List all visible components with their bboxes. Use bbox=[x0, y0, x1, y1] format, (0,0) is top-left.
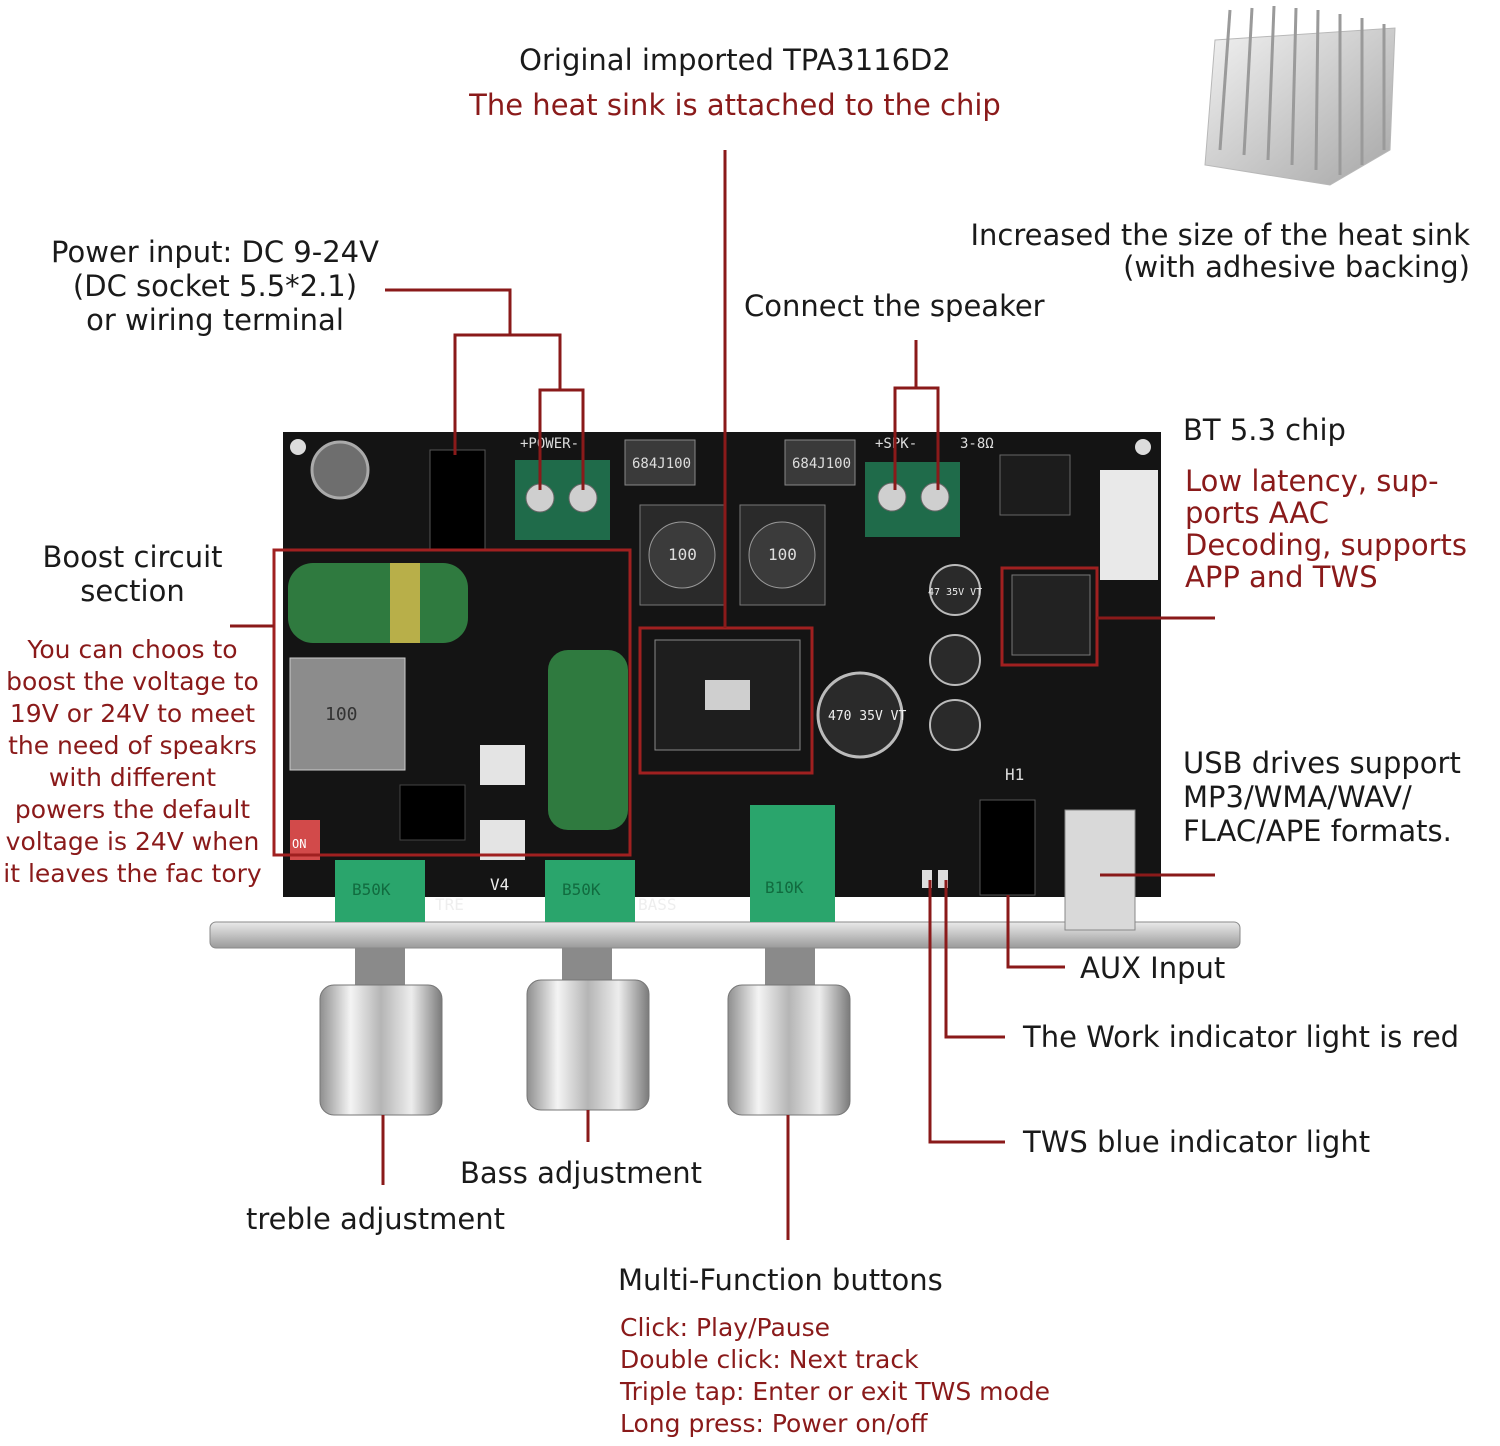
boost-title: Boost circuit bbox=[42, 540, 223, 574]
tws-led-label: TWS blue indicator light bbox=[1023, 1125, 1371, 1159]
svg-text:100: 100 bbox=[768, 545, 797, 564]
heatsink-line2: (with adhesive backing) bbox=[1123, 250, 1470, 284]
speaker-label: Connect the speaker bbox=[744, 289, 1045, 323]
svg-text:B50K: B50K bbox=[562, 880, 601, 899]
aux-label: AUX Input bbox=[1080, 951, 1226, 985]
knob-multifunction bbox=[727, 948, 851, 1116]
power-line1: Power input: DC 9-24V bbox=[51, 235, 379, 269]
bt-line: Low latency, sup- bbox=[1185, 464, 1439, 498]
bt-chip bbox=[1011, 574, 1091, 656]
dc-socket bbox=[429, 449, 486, 551]
usb-line: MP3/WMA/WAV/ bbox=[1183, 780, 1412, 814]
svg-text:V4: V4 bbox=[490, 875, 509, 894]
chip-subtitle: The heat sink is attached to the chip bbox=[469, 88, 1001, 122]
power-capacitor bbox=[310, 440, 370, 500]
boost-line: it leaves the fac tory bbox=[3, 859, 262, 888]
callout-lines bbox=[230, 150, 1215, 1240]
boost-title: section bbox=[80, 574, 185, 608]
front-panel-plate bbox=[209, 921, 1241, 949]
knob-bass bbox=[526, 948, 650, 1111]
pot-bass bbox=[545, 860, 635, 922]
heatsink-image bbox=[1204, 5, 1396, 186]
boost-section-box bbox=[272, 548, 632, 857]
mfb-line: Click: Play/Pause bbox=[620, 1313, 831, 1342]
bt-title: BT 5.3 chip bbox=[1183, 413, 1346, 447]
silk-power: +POWER- bbox=[520, 436, 579, 452]
pot-volume bbox=[750, 805, 835, 922]
power-line3: or wiring terminal bbox=[86, 303, 344, 337]
power-terminal bbox=[515, 460, 610, 540]
svg-text:BASS: BASS bbox=[638, 895, 677, 914]
svg-text:ON: ON bbox=[292, 837, 306, 851]
power-line2: (DC socket 5.5*2.1) bbox=[72, 269, 358, 303]
mfb-title: Multi-Function buttons bbox=[618, 1263, 943, 1297]
knob-treble bbox=[319, 948, 443, 1116]
usb-line: FLAC/APE formats. bbox=[1183, 814, 1452, 848]
bt-line: Decoding, supports bbox=[1185, 528, 1467, 562]
boost-line: with different bbox=[48, 763, 217, 792]
boost-line: boost the voltage to bbox=[6, 667, 259, 696]
svg-text:B10K: B10K bbox=[765, 878, 804, 897]
mfb-line: Double click: Next track bbox=[620, 1345, 919, 1374]
work-led-label: The Work indicator light is red bbox=[1023, 1020, 1460, 1054]
svg-text:TRE: TRE bbox=[435, 895, 464, 914]
boost-line: powers the default bbox=[14, 795, 251, 824]
big-capacitor bbox=[816, 671, 904, 759]
bt-antenna bbox=[1100, 470, 1158, 580]
boost-line: 19V or 24V to meet bbox=[9, 699, 256, 728]
chip-title: Original imported TPA3116D2 bbox=[519, 43, 951, 77]
usb-port bbox=[1064, 809, 1136, 931]
svg-text:684J100: 684J100 bbox=[632, 456, 691, 472]
mfb-line: Triple tap: Enter or exit TWS mode bbox=[620, 1377, 1051, 1406]
output-inductors bbox=[639, 504, 826, 606]
treble-label: treble adjustment bbox=[246, 1202, 505, 1236]
bass-label: Bass adjustment bbox=[460, 1156, 703, 1190]
boost-line: You can choos to bbox=[27, 635, 238, 664]
boost-line: the need of speakrs bbox=[8, 731, 257, 760]
pot-treble bbox=[335, 860, 425, 922]
heatsink-line1: Increased the size of the heat sink bbox=[970, 218, 1470, 252]
svg-text:47 35V VT: 47 35V VT bbox=[928, 587, 982, 598]
svg-text:3-8Ω: 3-8Ω bbox=[960, 436, 994, 452]
boost-line: voltage is 24V when bbox=[5, 827, 260, 856]
bt-line: ports AAC bbox=[1185, 496, 1329, 530]
svg-text:100: 100 bbox=[668, 545, 697, 564]
usb-line: USB drives support bbox=[1183, 746, 1461, 780]
speaker-terminal bbox=[865, 462, 960, 537]
svg-text:470 35V VT: 470 35V VT bbox=[828, 709, 906, 724]
svg-text:H1: H1 bbox=[1005, 765, 1024, 784]
svg-text:B50K: B50K bbox=[352, 880, 391, 899]
aux-jack bbox=[979, 799, 1036, 896]
svg-text:100: 100 bbox=[325, 704, 358, 725]
mfb-line: Long press: Power on/off bbox=[620, 1409, 928, 1438]
boost-components bbox=[288, 563, 628, 860]
bt-line: APP and TWS bbox=[1185, 560, 1378, 594]
svg-text:684J100: 684J100 bbox=[792, 456, 851, 472]
